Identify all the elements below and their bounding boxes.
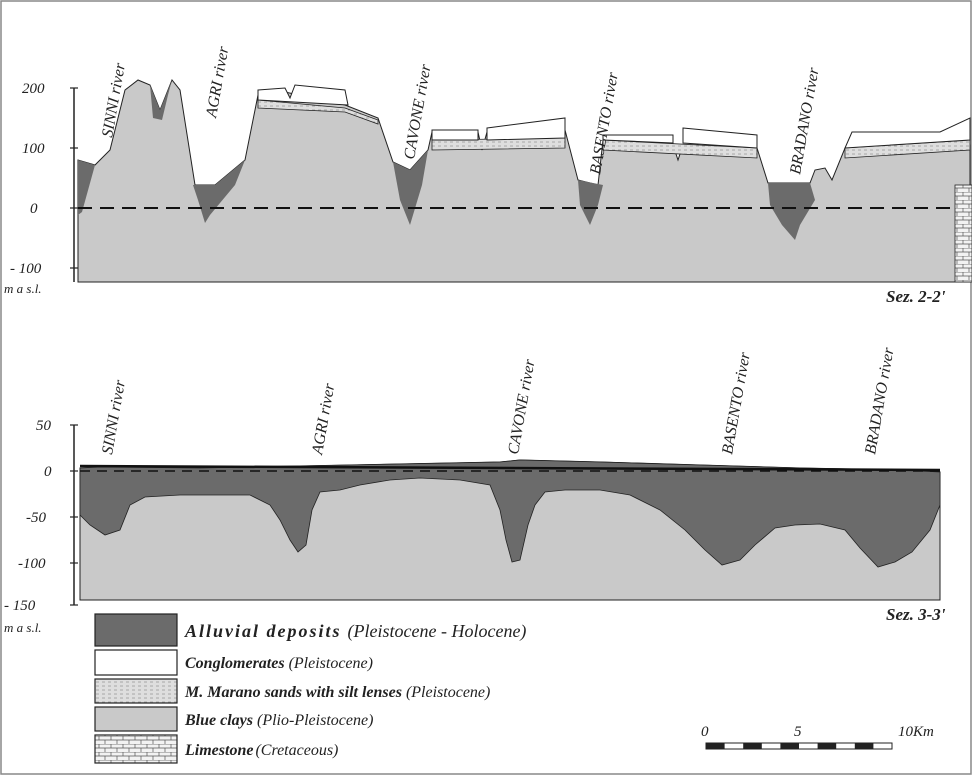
alluvial-cavone-s2 — [393, 150, 428, 225]
section-2-2: 200 100 0 - 100 m a s.l. SINNI river AGR… — [4, 45, 972, 306]
alluvial-agri-s2 — [193, 160, 245, 223]
river-label-agri-s3: AGRI river — [309, 382, 338, 457]
legend-item-conglomerates: Conglomerates(Pleistocene) — [185, 655, 373, 672]
y-tick-50: 50 — [36, 418, 52, 434]
alluvial-sinni-high — [150, 80, 172, 120]
scale-tick-5: 5 — [794, 724, 802, 740]
river-label-bradano-s3: BRADANO river — [862, 346, 898, 456]
section-3-3: 50 0 -50 -100 - 150 m a s.l. SINNI river… — [4, 346, 946, 635]
legend-swatch-blue-clays — [94, 706, 178, 732]
y-tick-minus-50: -50 — [26, 510, 46, 526]
scale-bar: 0 5 10Km — [701, 724, 934, 750]
legend-item-marano-sands: M. Marano sands with silt lenses(Pleisto… — [184, 684, 490, 701]
legend-swatch-alluvial — [94, 613, 178, 647]
limestone-block-s2 — [954, 184, 972, 283]
river-label-sinni-s3: SINNI river — [99, 378, 129, 456]
marano-sands-agri-cavone — [257, 99, 379, 125]
legend-item-limestone: Limestone(Cretaceous) — [184, 742, 338, 759]
marano-sands-basento-bradano — [602, 139, 758, 159]
legend-swatch-conglomerates — [94, 649, 178, 676]
legend-swatch-marano-sands — [94, 678, 178, 704]
legend: Alluvial deposits(Pleistocene - Holocene… — [94, 613, 526, 764]
section-label-3: Sez. 3-3' — [886, 605, 946, 624]
y-tick-minus-100: - 100 — [10, 261, 42, 277]
legend-swatch-limestone — [94, 734, 178, 764]
conglomerates-agri-cavone — [257, 84, 349, 106]
river-label-cavone-s3: CAVONE river — [505, 357, 539, 455]
unit-label-s3: m a s.l. — [4, 620, 42, 635]
y-tick-minus-100: -100 — [18, 556, 46, 572]
conglomerates-basento-bradano — [602, 127, 758, 149]
conglomerates-cavone-basento — [431, 117, 566, 141]
alluvial-sinni-s2 — [78, 160, 95, 215]
y-tick-0: 0 — [44, 464, 52, 480]
river-label-basento-s3: BASENTO river — [719, 350, 754, 455]
scale-tick-0: 0 — [701, 724, 709, 740]
section-label-2: Sez. 2-2' — [886, 287, 946, 306]
alluvial-bradano-s2 — [768, 183, 815, 240]
legend-item-alluvial: Alluvial deposits(Pleistocene - Holocene… — [184, 621, 526, 642]
scale-tick-10km: 10Km — [898, 724, 934, 740]
legend-item-blue-clays: Blue clays(Plio-Pleistocene) — [184, 712, 373, 729]
y-tick-minus-150: - 150 — [4, 598, 36, 614]
y-tick-200: 200 — [22, 81, 45, 97]
topographic-surface-s3 — [79, 464, 941, 472]
alluvial-basento-s2 — [578, 180, 603, 225]
y-tick-0: 0 — [30, 201, 38, 217]
conglomerates-east — [844, 117, 971, 149]
river-label-agri-s2: AGRI river — [203, 45, 232, 120]
y-tick-100: 100 — [22, 141, 45, 157]
river-label-bradano-s2: BRADANO river — [787, 66, 823, 176]
unit-label-s2: m a s.l. — [4, 281, 42, 296]
